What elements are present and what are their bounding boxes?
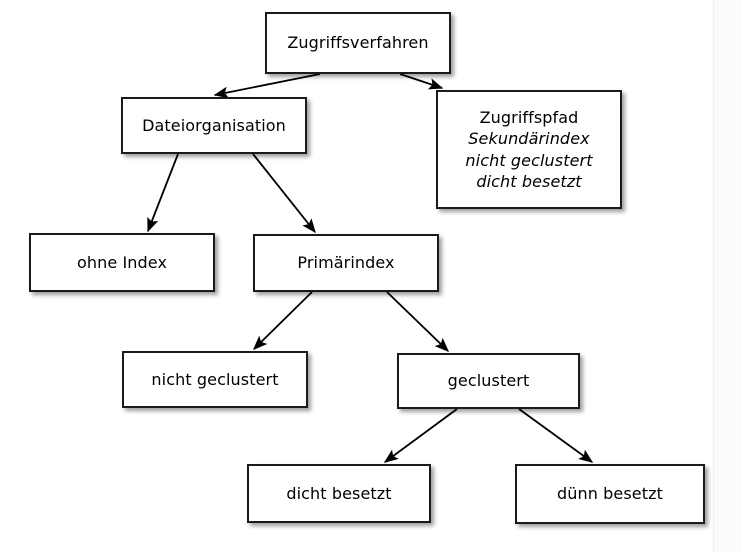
edge-dateiorganisation-to-ohne-index: [147, 153, 179, 233]
node-geclustert[interactable]: geclustert: [397, 353, 580, 409]
node-ohne-index[interactable]: ohne Index: [29, 233, 215, 292]
page-edge-strip: [713, 0, 741, 552]
edge-dateiorganisation-to-primaerindex: [252, 153, 316, 234]
node-duenn-besetzt[interactable]: dünn besetzt: [515, 464, 705, 524]
node-label: dünn besetzt: [557, 484, 663, 504]
node-label: dicht besetzt: [286, 483, 392, 503]
edge-group: [147, 73, 594, 463]
node-dicht-besetzt[interactable]: dicht besetzt: [247, 464, 431, 523]
edge-zugriffsverfahren-to-dateiorganisation: [213, 73, 321, 99]
node-label: Sekundärindex: [468, 129, 590, 149]
edge-geclustert-to-duenn-besetzt: [518, 408, 594, 463]
node-primaerindex[interactable]: Primärindex: [253, 234, 439, 292]
node-dateiorganisation[interactable]: Dateiorganisation: [121, 97, 307, 154]
edge-primaerindex-to-nicht-geclustert: [252, 291, 313, 351]
node-label: Zugriffsverfahren: [287, 33, 429, 53]
node-nicht-geclustert[interactable]: nicht geclustert: [122, 351, 308, 408]
node-label: nicht geclustert: [151, 369, 279, 389]
edge-geclustert-to-dicht-besetzt: [383, 408, 458, 463]
node-label: Primärindex: [297, 253, 395, 273]
edge-primaerindex-to-geclustert: [386, 291, 450, 353]
node-label: ohne Index: [76, 252, 168, 272]
edge-zugriffsverfahren-to-zugriffspfad: [399, 73, 444, 90]
node-label: Zugriffspfad: [479, 108, 579, 128]
node-label: geclustert: [447, 371, 530, 391]
node-label: dicht besetzt: [476, 171, 582, 191]
node-label: nicht geclustert: [465, 150, 593, 170]
node-zugriffsverfahren[interactable]: Zugriffsverfahren: [265, 12, 451, 74]
node-label: Dateiorganisation: [142, 115, 286, 135]
